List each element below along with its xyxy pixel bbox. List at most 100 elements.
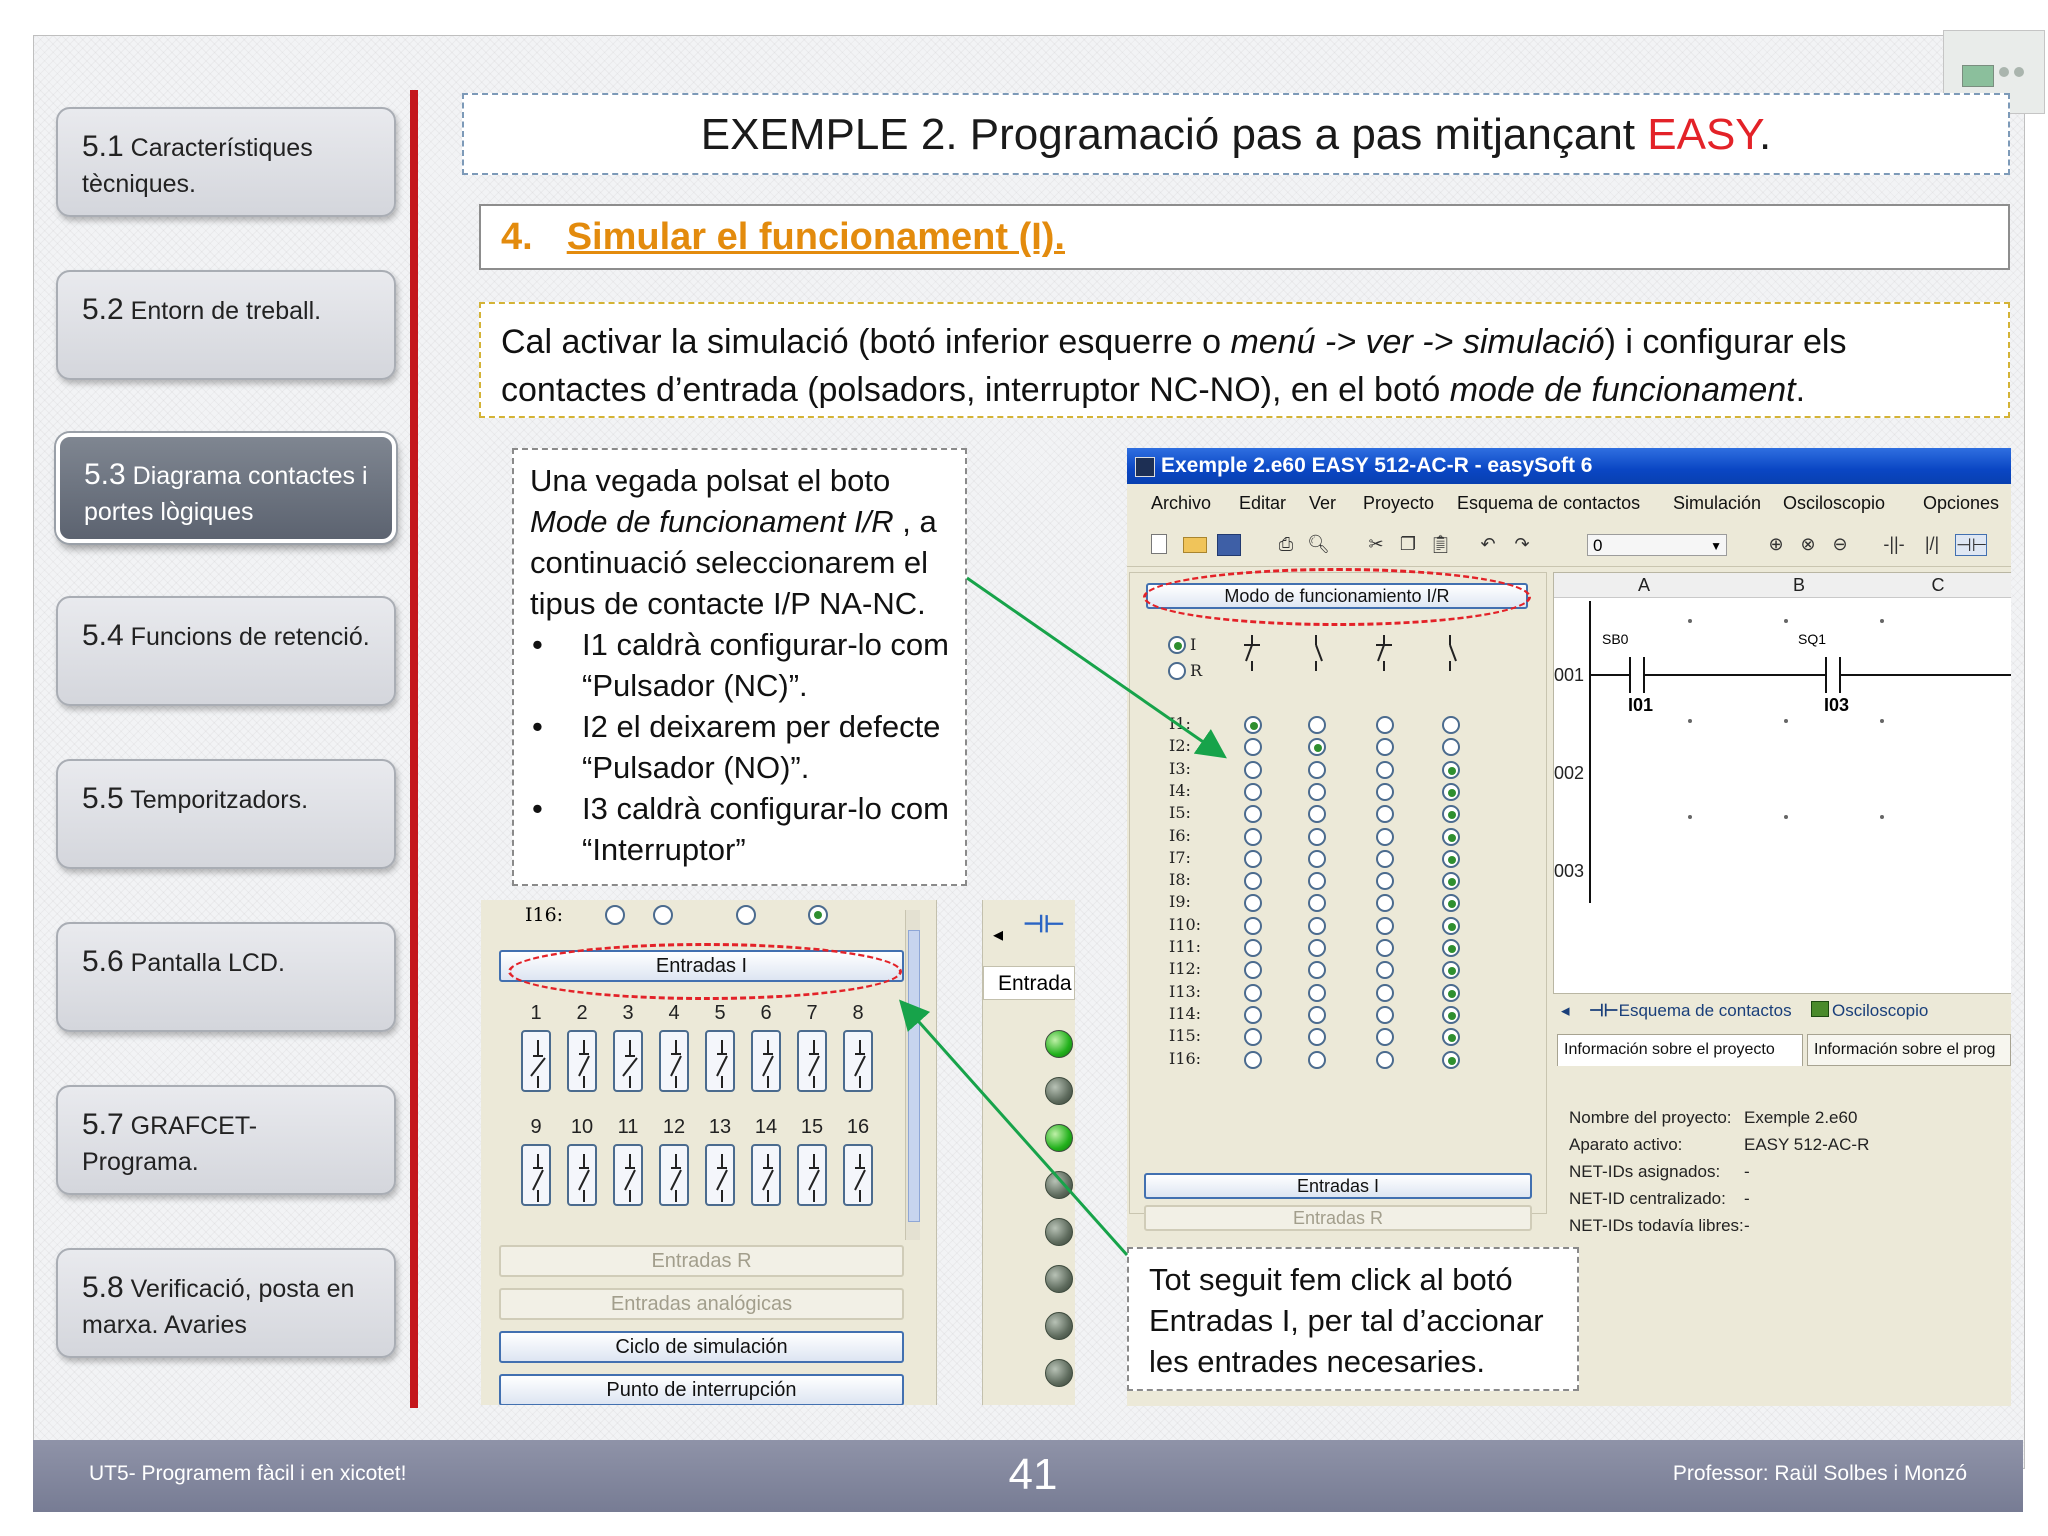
tab-esquema[interactable]: ⊣⊢Esquema de contactos — [1589, 996, 1792, 1026]
input-switch-4[interactable] — [659, 1030, 689, 1092]
input-type-radio[interactable] — [1308, 916, 1326, 935]
input-type-radio[interactable] — [1376, 894, 1394, 913]
zoom-combo[interactable]: 0▼ — [1587, 534, 1727, 556]
input-switch-7[interactable] — [797, 1030, 827, 1092]
input-type-radio[interactable] — [1376, 939, 1394, 957]
input-type-radio[interactable] — [1244, 1005, 1262, 1024]
input-type-radio[interactable] — [1376, 760, 1394, 779]
input-type-radio[interactable] — [1244, 782, 1262, 801]
left-arrow-icon[interactable]: ◂ — [993, 924, 1004, 946]
input-type-radio[interactable] — [1244, 805, 1262, 824]
input-type-radio[interactable] — [1308, 961, 1326, 980]
input-type-radio[interactable] — [1244, 894, 1262, 913]
menu-item[interactable]: Esquema de contactos — [1457, 493, 1641, 513]
input-type-radio[interactable] — [1442, 939, 1460, 957]
input-type-radio[interactable] — [1308, 760, 1326, 779]
menu-item[interactable]: Archivo — [1151, 493, 1212, 513]
radio-i16-3[interactable] — [736, 905, 756, 925]
input-switch-2[interactable] — [567, 1030, 597, 1092]
input-type-radio[interactable] — [1244, 849, 1262, 868]
input-type-radio[interactable] — [1442, 1050, 1460, 1069]
input-type-radio[interactable] — [1244, 916, 1262, 935]
input-type-radio[interactable] — [1442, 983, 1460, 1002]
input-type-radio[interactable] — [1442, 916, 1460, 935]
input-type-radio[interactable] — [1442, 805, 1460, 824]
radio-mode-r[interactable] — [1168, 662, 1186, 680]
input-type-radio[interactable] — [1442, 894, 1460, 913]
input-type-radio[interactable] — [1376, 849, 1394, 868]
input-type-radio[interactable] — [1376, 827, 1394, 846]
input-switch-8[interactable] — [843, 1030, 873, 1092]
undo-icon[interactable]: ↶ — [1480, 534, 1496, 554]
input-switch-12[interactable] — [659, 1144, 689, 1206]
input-type-radio[interactable] — [1376, 916, 1394, 935]
input-type-radio[interactable] — [1308, 805, 1326, 824]
input-switch-9[interactable] — [521, 1144, 551, 1206]
nav-item-5-3[interactable]: 5.3 Diagrama contactes i portes lògiques — [56, 433, 396, 543]
punto-interrupcion-button[interactable]: Punto de interrupción — [499, 1374, 904, 1405]
input-type-radio[interactable] — [1244, 939, 1262, 957]
input-type-radio[interactable] — [1376, 983, 1394, 1002]
menu-item[interactable]: Simulación — [1673, 493, 1762, 513]
input-switch-5[interactable] — [705, 1030, 735, 1092]
input-type-radio[interactable] — [1442, 872, 1460, 891]
print-preview-icon[interactable]: 🔍︎ — [1307, 534, 1330, 554]
nav-item-5-1[interactable]: 5.1 Característiques tècniques. — [56, 107, 396, 217]
input-type-radio[interactable] — [1308, 827, 1326, 846]
input-type-radio[interactable] — [1376, 961, 1394, 980]
menu-item[interactable]: Proyecto — [1363, 493, 1435, 513]
input-type-radio[interactable] — [1308, 716, 1326, 734]
input-type-radio[interactable] — [1376, 872, 1394, 891]
input-type-radio[interactable] — [1442, 1005, 1460, 1024]
input-switch-11[interactable] — [613, 1144, 643, 1206]
input-type-radio[interactable] — [1308, 738, 1326, 757]
input-type-radio[interactable] — [1308, 1005, 1326, 1024]
print-icon[interactable]: ⎙ — [1278, 534, 1294, 554]
input-type-radio[interactable] — [1376, 1050, 1394, 1069]
menu-item[interactable]: Ver — [1309, 493, 1337, 513]
radio-i16-2[interactable] — [653, 905, 673, 925]
input-type-radio[interactable] — [1442, 782, 1460, 801]
left-arrow-icon[interactable]: ◂ — [1561, 1001, 1570, 1020]
input-type-radio[interactable] — [1244, 738, 1262, 757]
zoom-in-icon[interactable]: ⊕ — [1768, 534, 1784, 554]
ciclo-simulacion-button[interactable]: Ciclo de simulación — [499, 1331, 904, 1363]
input-switch-10[interactable] — [567, 1144, 597, 1206]
input-switch-1[interactable] — [521, 1030, 551, 1092]
zoom-out-icon[interactable]: ⊖ — [1832, 534, 1848, 554]
input-type-radio[interactable] — [1442, 827, 1460, 846]
cut-icon[interactable]: ✂ — [1368, 534, 1384, 554]
input-type-radio[interactable] — [1376, 782, 1394, 801]
tab-info-proyecto[interactable]: Información sobre el proyecto — [1557, 1034, 1803, 1066]
radio-mode-i[interactable] — [1168, 636, 1186, 654]
menu-item[interactable]: Opciones — [1923, 493, 2000, 513]
radio-i16-4[interactable] — [808, 905, 828, 925]
nav-item-5-8[interactable]: 5.8 Verificació, posta en marxa. Avaries — [56, 1248, 396, 1358]
input-type-radio[interactable] — [1376, 1028, 1394, 1047]
menu-item[interactable]: Editar — [1239, 493, 1287, 513]
input-switch-13[interactable] — [705, 1144, 735, 1206]
tab-osciloscopio[interactable]: Osciloscopio — [1811, 996, 1928, 1026]
copy-icon[interactable]: ❐ — [1399, 534, 1417, 554]
input-type-radio[interactable] — [1308, 1050, 1326, 1069]
new-file-icon[interactable] — [1151, 534, 1167, 554]
open-folder-icon[interactable] — [1183, 537, 1207, 553]
contact-mode-icon[interactable]: ⊣⊢ — [1955, 534, 1988, 556]
input-switch-14[interactable] — [751, 1144, 781, 1206]
input-type-radio[interactable] — [1442, 849, 1460, 868]
input-type-radio[interactable] — [1244, 983, 1262, 1002]
input-type-radio[interactable] — [1376, 716, 1394, 734]
entradas-r-button-win[interactable]: Entradas R — [1144, 1205, 1532, 1231]
entradas-analogicas-button[interactable]: Entradas analógicas — [499, 1288, 904, 1320]
input-type-radio[interactable] — [1442, 760, 1460, 779]
input-type-radio[interactable] — [1442, 961, 1460, 980]
nav-item-5-6[interactable]: 5.6 Pantalla LCD. — [56, 922, 396, 1032]
input-switch-6[interactable] — [751, 1030, 781, 1092]
input-type-radio[interactable] — [1244, 760, 1262, 779]
input-type-radio[interactable] — [1308, 872, 1326, 891]
input-type-radio[interactable] — [1308, 939, 1326, 957]
zoom-fit-icon[interactable]: ⊗ — [1800, 534, 1816, 554]
save-icon[interactable] — [1217, 534, 1241, 556]
input-type-radio[interactable] — [1376, 805, 1394, 824]
input-type-radio[interactable] — [1244, 827, 1262, 846]
